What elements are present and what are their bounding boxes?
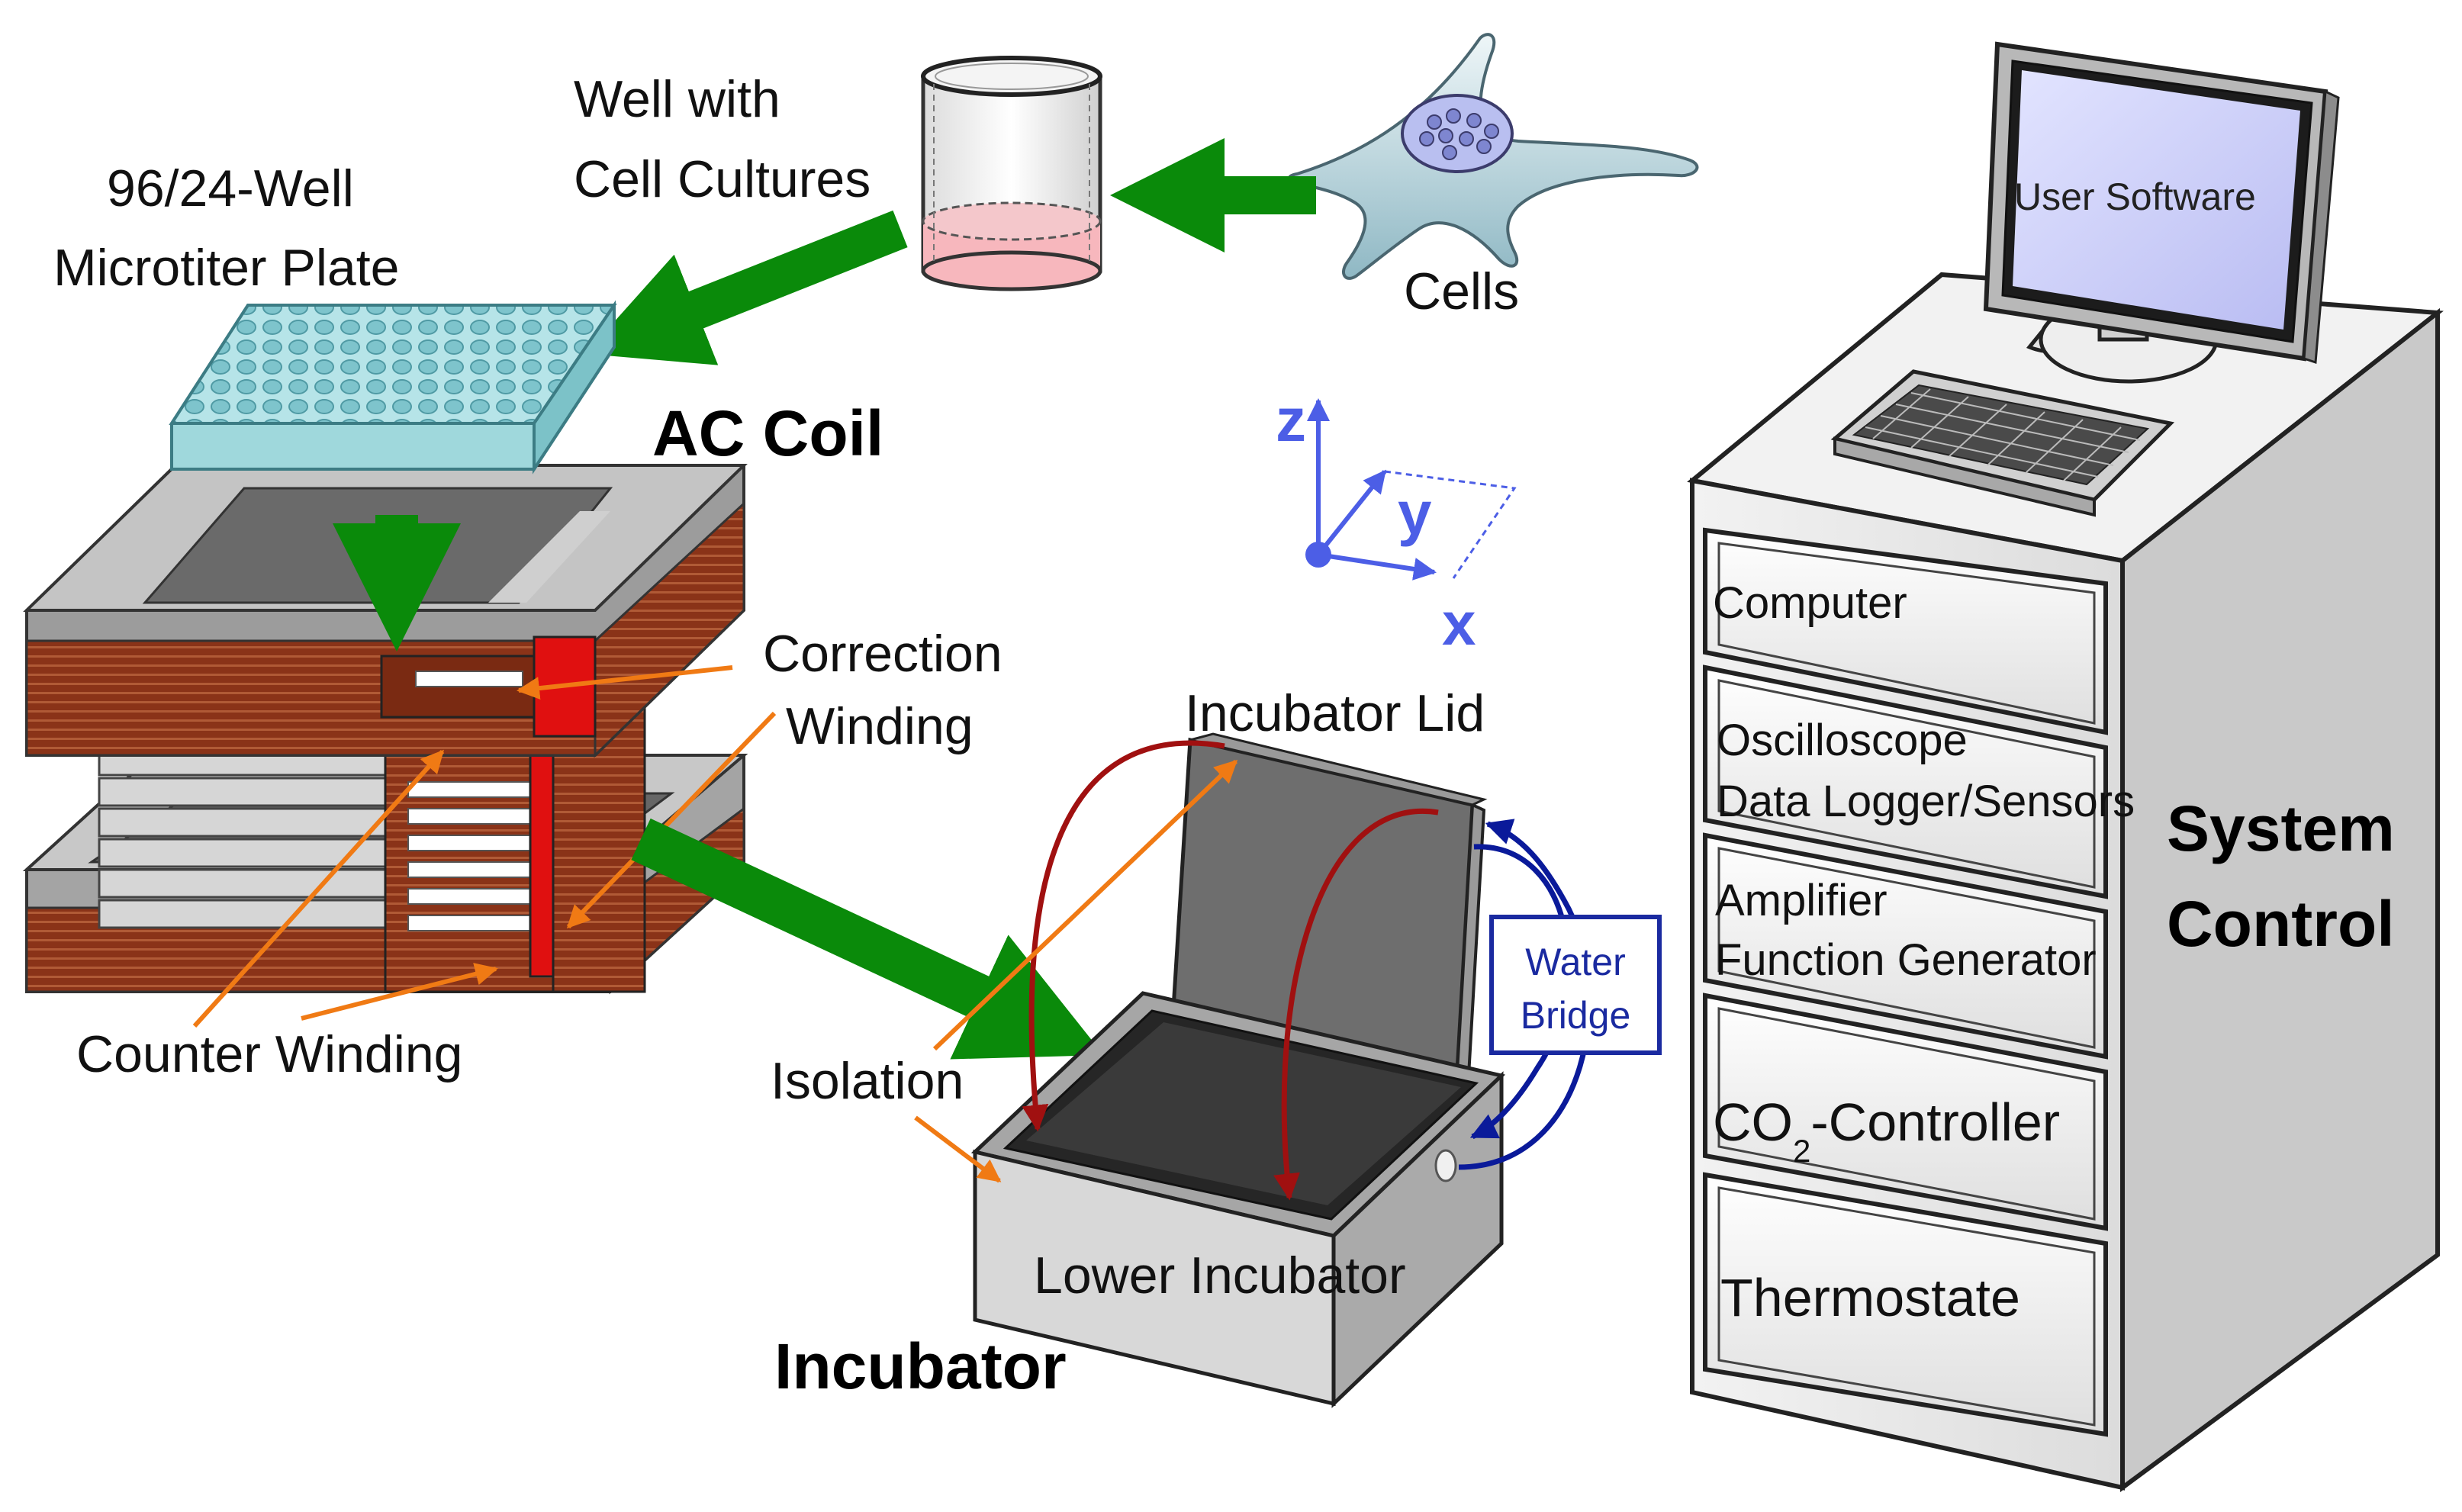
well-label-line2: Cell Cultures bbox=[574, 150, 871, 208]
axis-y-label: y bbox=[1398, 479, 1432, 547]
cell-icon bbox=[1287, 33, 1699, 280]
water-bridge-label-line2: Bridge bbox=[1521, 994, 1631, 1037]
system-control-title-line2: Control bbox=[2167, 888, 2395, 960]
water-bridge-label-line1: Water bbox=[1525, 941, 1626, 983]
co2-subscript: 2 bbox=[1793, 1133, 1810, 1169]
ac-coil-label: AC Coil bbox=[652, 397, 883, 469]
pointer-counter-winding-lower bbox=[301, 963, 498, 1021]
flow-arrow-coil-to-incubator bbox=[631, 818, 1104, 1060]
monitor-icon bbox=[1983, 41, 2340, 384]
pointer-isolation-box bbox=[914, 1115, 1002, 1183]
screen-user-software: User Software bbox=[2014, 175, 2256, 218]
correction-winding-label-line2: Winding bbox=[786, 697, 974, 755]
co2-prefix: CO bbox=[1713, 1092, 1793, 1152]
heat-arrow-right bbox=[1273, 808, 1439, 1201]
microtiter-plate-icon bbox=[169, 300, 617, 475]
drawer-computer-label: Computer bbox=[1713, 578, 1907, 628]
co2-suffix: -Controller bbox=[1810, 1092, 2060, 1152]
axis-x-label: x bbox=[1442, 590, 1476, 658]
keyboard-icon bbox=[1830, 369, 2175, 517]
well-label-line1: Well with bbox=[574, 70, 780, 128]
pointer-correction-winding-lower bbox=[566, 711, 777, 929]
pointer-isolation-lid bbox=[932, 759, 1238, 1051]
water-bridge-box bbox=[1489, 915, 1662, 1055]
heat-arrow-left bbox=[1022, 740, 1225, 1132]
counter-winding-label: Counter Winding bbox=[76, 1025, 462, 1083]
drawer-amplifier-label-line1: Amplifier bbox=[1715, 876, 1888, 925]
cells-label: Cells bbox=[1404, 262, 1519, 320]
correction-winding-label-line1: Correction bbox=[763, 625, 1003, 683]
axis-z-label: z bbox=[1276, 386, 1306, 454]
isolation-label: Isolation bbox=[771, 1052, 964, 1110]
lower-incubator-label: Lower Incubator bbox=[1034, 1247, 1406, 1305]
well-cylinder-icon bbox=[921, 56, 1102, 291]
drawer-co2-controller-label: CO2-Controller bbox=[1713, 1092, 2060, 1169]
drawer-oscilloscope-label-line2: Data Logger/Sensors bbox=[1717, 777, 2135, 826]
incubator-lid-label: Incubator Lid bbox=[1185, 684, 1485, 742]
flow-arrow-well-to-plate bbox=[585, 210, 908, 365]
drawer-oscilloscope-label-line1: Oscilloscope bbox=[1717, 716, 1968, 765]
coordinate-axes bbox=[1305, 398, 1517, 581]
pointer-counter-winding-upper bbox=[192, 749, 445, 1028]
pointer-correction-winding-upper bbox=[517, 665, 733, 700]
drawer-amplifier-label-line2: Function Generator bbox=[1715, 935, 2097, 985]
incubator-label: Incubator bbox=[774, 1330, 1067, 1402]
plate-label-line2: Microtiter Plate bbox=[53, 239, 399, 297]
drawer-thermostate-label: Thermostate bbox=[1720, 1268, 2020, 1327]
system-control-title-line1: System bbox=[2167, 793, 2395, 864]
incubator-assembly bbox=[970, 732, 1506, 1408]
plate-label-line1: 96/24-Well bbox=[107, 159, 354, 217]
